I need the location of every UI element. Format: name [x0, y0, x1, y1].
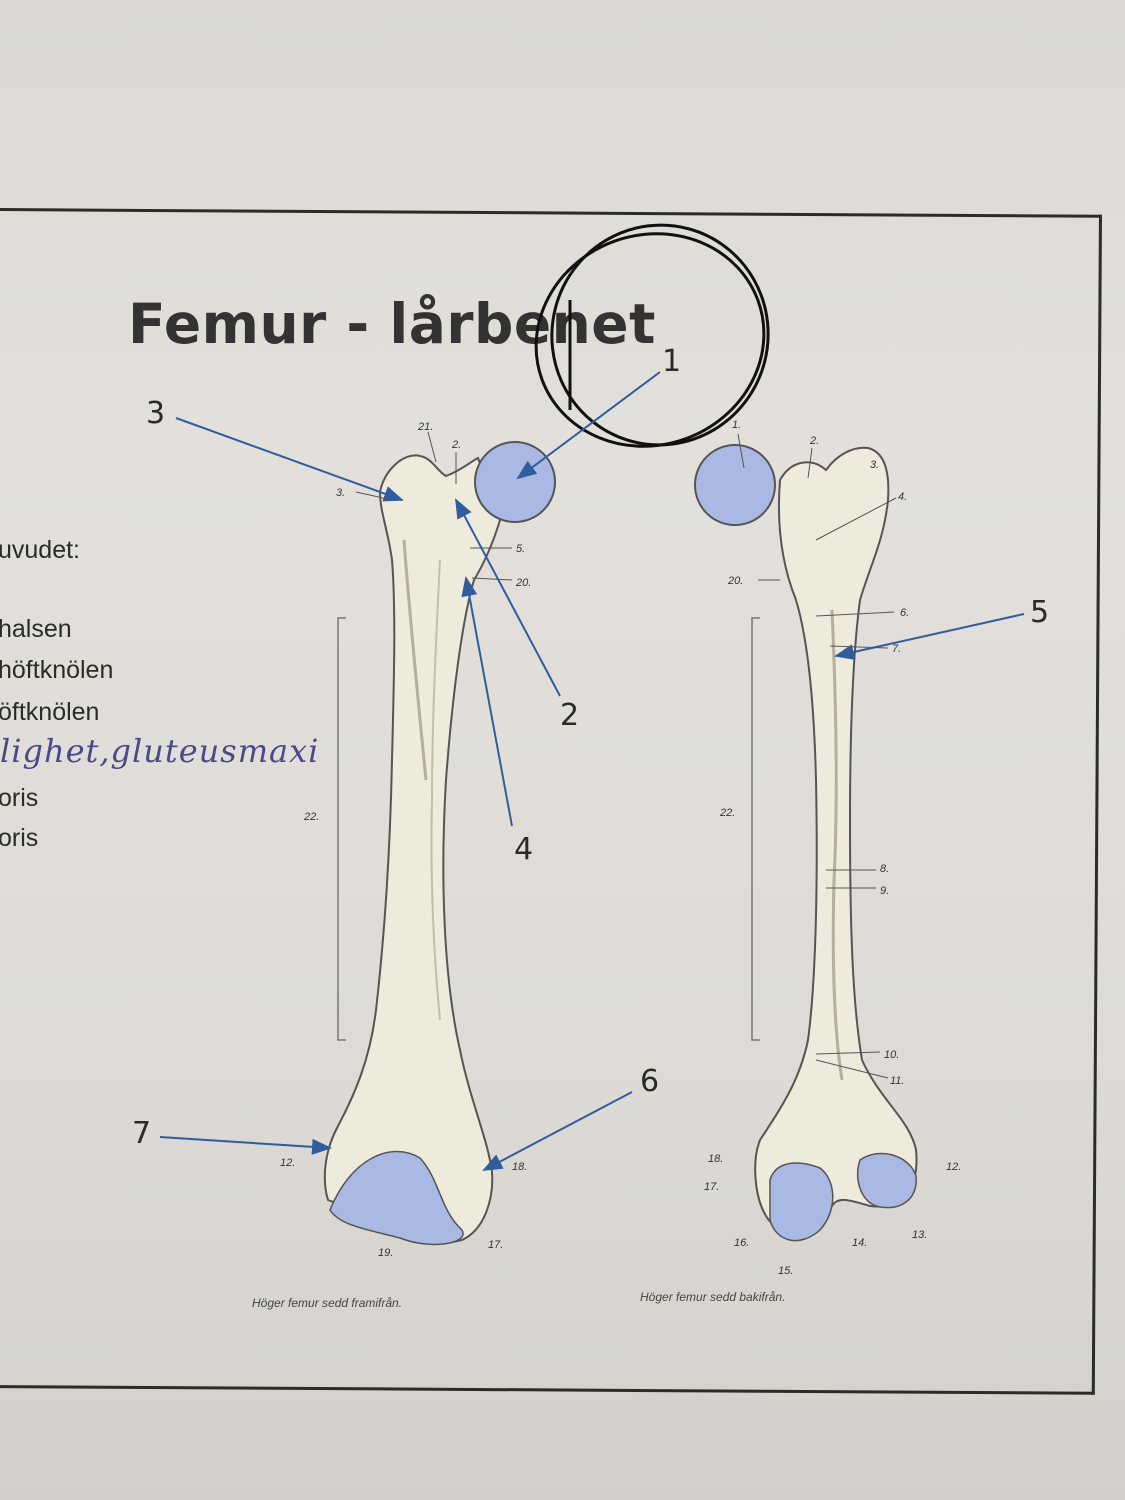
handwritten-circle	[534, 223, 770, 448]
patellar-surface	[329, 1150, 464, 1246]
lateral-condyle	[856, 1152, 917, 1209]
back-label: 4.	[898, 491, 907, 503]
back-label: 10.	[884, 1049, 899, 1061]
front-label: 21.	[417, 421, 433, 433]
back-label: 9.	[880, 885, 889, 897]
back-label: 3.	[870, 459, 879, 471]
front-label: 17.	[488, 1239, 503, 1251]
side-text-line: öftknölen	[0, 698, 100, 726]
front-label: 18.	[512, 1161, 527, 1173]
front-small-labels: 21. 2. 3. 5. 20. 22. 12. 18. 19. 17.	[280, 421, 531, 1259]
answer-number-4: 4	[514, 832, 534, 867]
front-label: 20.	[515, 577, 531, 589]
front-label: 3.	[336, 487, 345, 499]
answer-arrows	[159, 371, 1025, 1171]
back-label: 8.	[880, 863, 889, 875]
side-text-line: oris	[0, 784, 39, 812]
front-label: 5.	[516, 543, 525, 555]
front-label: 22.	[303, 811, 319, 823]
femoral-head-front	[474, 441, 556, 523]
front-label: 12.	[280, 1157, 295, 1169]
page-title: Femur - lårbenet	[128, 292, 656, 356]
back-label: 12.	[946, 1161, 961, 1173]
front-label: 19.	[378, 1247, 393, 1259]
back-label: 14.	[852, 1237, 867, 1249]
answer-number-1: 1	[662, 344, 682, 379]
answer-number-5: 5	[1030, 595, 1050, 630]
side-text-line: oris	[0, 824, 39, 852]
medial-condyle	[769, 1162, 834, 1242]
answer-number-2: 2	[560, 698, 580, 733]
back-label: 22.	[719, 807, 735, 819]
caption-front: Höger femur sedd framifrån.	[252, 1296, 403, 1310]
back-label: 17.	[704, 1181, 719, 1193]
handwritten-note: lighet,gluteusmaxi	[0, 732, 320, 770]
back-label: 1.	[732, 419, 741, 431]
side-text-line: höftknölen	[0, 656, 114, 684]
answer-number-7: 7	[132, 1116, 152, 1151]
answer-number-3: 3	[146, 396, 166, 431]
femoral-head-back	[694, 444, 776, 526]
front-label: 2.	[451, 439, 461, 451]
back-label: 11.	[890, 1075, 904, 1087]
back-label: 15.	[778, 1265, 793, 1277]
caption-back: Höger femur sedd bakifrån.	[640, 1290, 786, 1304]
back-label: 6.	[900, 607, 909, 619]
back-label: 18.	[708, 1153, 723, 1165]
answer-number-6: 6	[640, 1064, 660, 1099]
back-label: 20.	[727, 575, 743, 587]
back-label: 7.	[892, 643, 901, 655]
back-label: 13.	[912, 1229, 927, 1241]
leader-lines	[355, 431, 897, 1079]
back-small-labels: 1. 2. 3. 4. 20. 6. 7. 22. 8. 9. 10. 11. …	[704, 419, 961, 1277]
femur-back	[694, 444, 918, 1242]
back-label: 16.	[734, 1237, 749, 1249]
side-text-line: halsen	[0, 615, 72, 643]
side-text-line: uvudet:	[0, 536, 81, 564]
back-label: 2.	[809, 435, 819, 447]
